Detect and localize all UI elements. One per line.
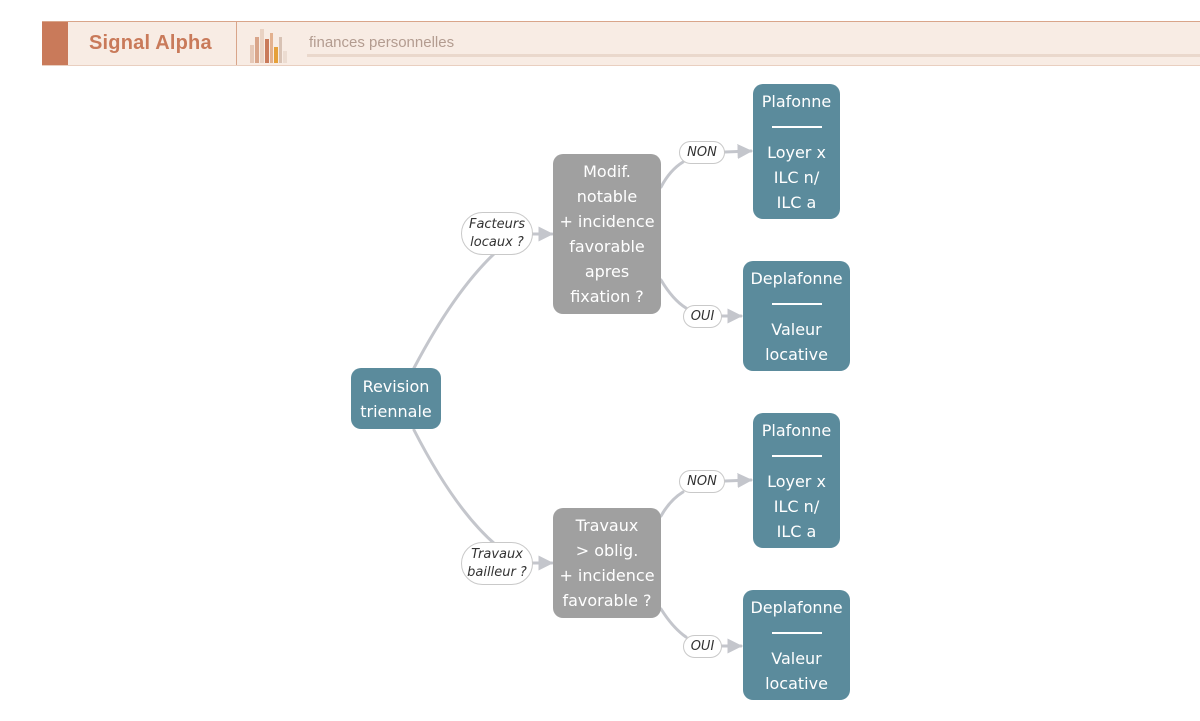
question-top-line-6: fixation ?	[570, 287, 644, 306]
result-bottom-yes-title: Deplafonne	[750, 597, 843, 617]
result-node-top-yes: Deplafonne Valeur locative	[743, 261, 850, 371]
result-divider	[771, 631, 822, 634]
connector-bottom-no	[659, 490, 685, 518]
result-bottom-no-line-3: ILC a	[776, 521, 817, 541]
question-top-line-2: notable	[576, 187, 638, 206]
result-top-yes-line-1: Valeur	[771, 319, 822, 339]
yes-pill-bottom: OUI	[683, 635, 722, 658]
connector-bottom-no-arrow	[723, 473, 753, 489]
connector-top-no	[659, 160, 685, 189]
no-label-top: NON	[687, 144, 717, 160]
question-top-line-3: + incidence	[559, 212, 655, 231]
connector-bottom-yes	[659, 607, 688, 639]
connector-root-bottom	[412, 428, 498, 547]
question-top-line-1: Modif.	[583, 162, 631, 181]
header-subtitle: finances personnelles	[309, 34, 455, 51]
question-bottom-line-1: Travaux	[575, 516, 639, 535]
connector-root-top	[412, 250, 498, 370]
condition-bottom-line-1: Travaux	[471, 546, 523, 562]
result-bottom-yes-line-2: locative	[765, 673, 828, 693]
result-top-no-line-3: ILC a	[776, 192, 817, 212]
question-bottom-line-3: + incidence	[559, 566, 655, 585]
question-bottom-line-4: favorable ?	[562, 591, 652, 610]
result-top-yes-line-2: locative	[765, 344, 828, 364]
result-divider	[771, 454, 822, 457]
condition-top-line-1: Facteurs	[468, 216, 526, 232]
root-node: Revision triennale	[351, 368, 441, 429]
root-line-2: triennale	[360, 401, 432, 421]
result-bottom-yes-line-1: Valeur	[771, 648, 822, 668]
yes-label-top: OUI	[690, 308, 715, 324]
result-node-bottom-no: Plafonne Loyer x ILC n/ ILC a	[753, 413, 840, 548]
result-divider	[771, 302, 822, 305]
result-bottom-no-line-1: Loyer x	[767, 471, 826, 491]
result-bottom-no-title: Plafonne	[761, 420, 832, 440]
result-node-bottom-yes: Deplafonne Valeur locative	[743, 590, 850, 700]
condition-pill-top: Facteurs locaux ?	[461, 212, 533, 255]
no-label-bottom: NON	[687, 473, 717, 489]
bar-chart-icon	[250, 29, 287, 63]
result-divider	[771, 125, 822, 128]
header-divider	[236, 22, 237, 65]
header-accent-block	[42, 22, 68, 65]
connector-top-yes	[659, 278, 688, 310]
no-pill-top: NON	[679, 141, 725, 164]
root-line-1: Revision	[362, 376, 430, 396]
question-bottom-line-2: > oblig.	[575, 541, 639, 560]
connector-top-no-arrow	[723, 144, 753, 160]
result-top-no-line-2: ILC n/	[773, 167, 820, 187]
question-node-top: Modif. notable + incidence favorable apr…	[553, 154, 661, 314]
subtitle-underline	[307, 54, 1200, 57]
question-top-line-5: apres	[584, 262, 630, 281]
yes-pill-top: OUI	[683, 305, 722, 328]
condition-bottom-line-2: bailleur ?	[467, 564, 527, 580]
condition-pill-bottom: Travaux bailleur ?	[461, 542, 533, 585]
condition-top-line-2: locaux ?	[470, 234, 524, 250]
question-top-line-4: favorable	[569, 237, 645, 256]
result-top-no-line-1: Loyer x	[767, 142, 826, 162]
yes-label-bottom: OUI	[690, 638, 715, 654]
result-top-yes-title: Deplafonne	[750, 268, 843, 288]
no-pill-bottom: NON	[679, 470, 725, 493]
result-top-no-title: Plafonne	[761, 91, 832, 111]
result-bottom-no-line-2: ILC n/	[773, 496, 820, 516]
app-header: Signal Alpha finances personnelles	[42, 21, 1200, 66]
brand-title[interactable]: Signal Alpha	[89, 32, 212, 54]
question-node-bottom: Travaux > oblig. + incidence favorable ?	[553, 508, 661, 618]
result-node-top-no: Plafonne Loyer x ILC n/ ILC a	[753, 84, 840, 219]
